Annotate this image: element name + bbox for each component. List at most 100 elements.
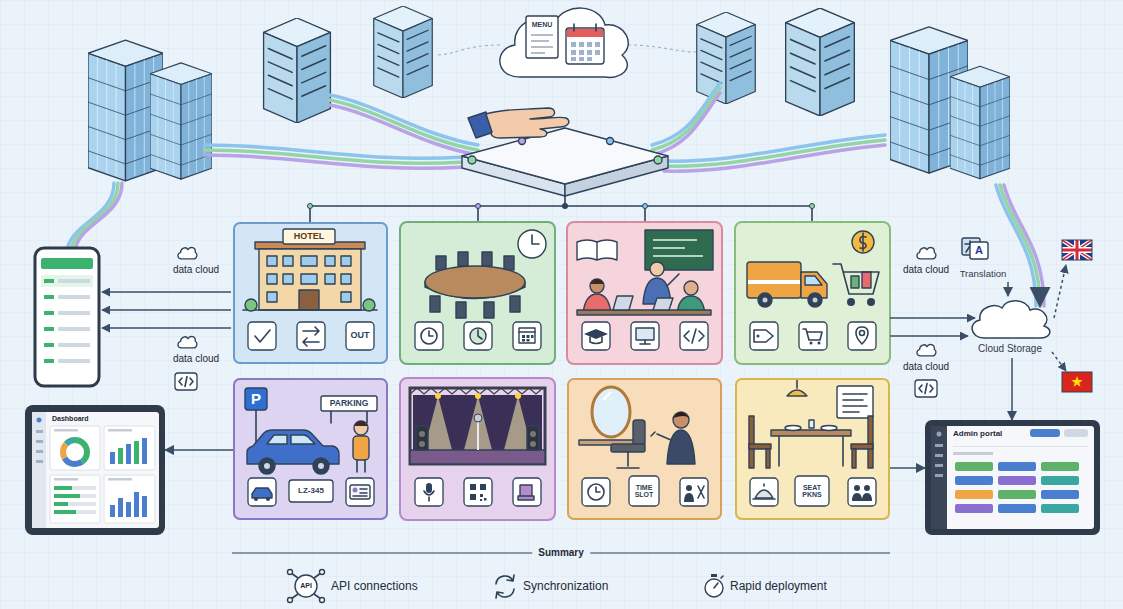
- translation-glyph: A: [975, 245, 983, 257]
- phone-device: [35, 248, 99, 386]
- admin-portal-window: [953, 452, 993, 455]
- admin-portal-window: [998, 504, 1036, 513]
- label-slot: API connections: [331, 579, 418, 593]
- cloud-icon: [178, 248, 936, 356]
- classroom-illustration: [577, 310, 711, 315]
- server-building: [374, 6, 433, 98]
- hotel-illustration: [259, 249, 361, 310]
- classroom-illustration: [590, 279, 604, 293]
- admin-portal-window: [1041, 490, 1079, 499]
- concert-illustration: [410, 388, 545, 464]
- panel-ground: [400, 378, 555, 520]
- pipe-arrow: [1000, 185, 1040, 306]
- delivery-illustration: [810, 342, 813, 345]
- dashboard-screen: Dashboard: [25, 405, 165, 535]
- meeting-illustration: [415, 230, 546, 350]
- meeting-illustration: [484, 302, 494, 318]
- parking-illustration: [354, 421, 368, 435]
- dashboard-tablet: [54, 510, 76, 514]
- dashboard-tablet: [54, 494, 96, 498]
- concert-illustration: [515, 393, 521, 399]
- salon-illustration: [592, 387, 630, 437]
- meeting-illustration: [464, 322, 492, 350]
- data-pipe: [72, 183, 118, 246]
- restaurant-illustration: [749, 416, 873, 468]
- phone-device: [35, 248, 99, 386]
- uk-flag: [1062, 240, 1092, 260]
- hand-icon: [486, 108, 569, 138]
- dashboard-tablet: [110, 452, 115, 464]
- concert-illustration: [410, 388, 543, 394]
- hub-tree: [308, 204, 313, 209]
- concert-illustration: [480, 484, 486, 490]
- hand-icon: [468, 108, 569, 138]
- api-icon: [320, 570, 325, 575]
- classroom-illustration: [636, 328, 654, 340]
- data-pipe: [664, 145, 885, 171]
- text-slot: SEAT PKNS: [795, 476, 829, 506]
- admin-portal-window: [998, 462, 1036, 471]
- dashboard-tablet: [63, 440, 87, 464]
- dashboard-tablet: [126, 444, 131, 464]
- parking-illustration: [266, 497, 270, 501]
- salon-illustration: [582, 478, 610, 506]
- text-slot: A: [970, 242, 988, 259]
- calendar-icon: [587, 50, 592, 55]
- hotel-illustration: [283, 274, 293, 284]
- label-slot: Rapid deployment: [730, 579, 827, 593]
- translation-node: ATranslation: [954, 234, 1012, 282]
- hotel-illustration: [341, 274, 351, 284]
- dashboard-tablet: [25, 405, 165, 535]
- restaurant-illustration: [852, 493, 872, 501]
- salon-illustration: [596, 487, 600, 492]
- dashboard-tablet: [54, 478, 78, 481]
- hotel-illustration: [297, 322, 325, 350]
- calendar-icon: [587, 57, 592, 61]
- phone-device: [44, 295, 54, 299]
- delivery-illustration: [758, 293, 772, 307]
- sync-icon: [496, 575, 514, 584]
- phone-device: [44, 327, 54, 331]
- parking-sign-letter: P: [251, 391, 261, 407]
- hub-tree: [310, 196, 812, 222]
- vietnam-flag: [1062, 372, 1092, 392]
- dashboard-tablet: [36, 450, 43, 453]
- uk-flag: [1062, 240, 1092, 260]
- parking-illustration: [357, 460, 365, 472]
- hub-tree: [810, 204, 815, 209]
- delivery-illustration: [763, 298, 768, 303]
- calendar-icon: [571, 42, 600, 61]
- dashboard-tablet: [110, 438, 147, 464]
- dashboard-tablet: [36, 440, 43, 443]
- parking-illustration: [252, 488, 272, 498]
- delivery-illustration: [754, 330, 773, 342]
- phone-device: [44, 279, 54, 283]
- concert-illustration: [464, 396, 492, 450]
- admin-portal: Admin portal: [925, 420, 1100, 535]
- restaurant-illustration: [848, 478, 876, 506]
- concert-illustration: [419, 441, 425, 447]
- restaurant-illustration: [852, 449, 856, 468]
- text-slot: TIME SLOT: [629, 476, 659, 506]
- cloud-icon: [178, 337, 197, 348]
- code-icon: [915, 380, 937, 397]
- dashboard-tablet: [36, 430, 43, 463]
- panel-ground: [735, 378, 890, 520]
- concert-illustration: [474, 414, 482, 422]
- api-icon: [295, 575, 317, 597]
- admin-portal-window: [1041, 462, 1079, 471]
- salon-illustration: [633, 420, 645, 446]
- dashboard-tablet: [54, 502, 68, 506]
- delivery-illustration: [813, 298, 818, 303]
- calendar-icon: [595, 50, 600, 55]
- panel-ground: [400, 222, 555, 364]
- dashboard-tablet: [54, 510, 96, 514]
- salon-illustration: [698, 486, 704, 498]
- hotel-sign: HOTEL: [294, 232, 325, 241]
- hotel-illustration: [301, 256, 317, 266]
- label-slot: Summary: [532, 547, 590, 559]
- flow-arrow: [890, 317, 975, 319]
